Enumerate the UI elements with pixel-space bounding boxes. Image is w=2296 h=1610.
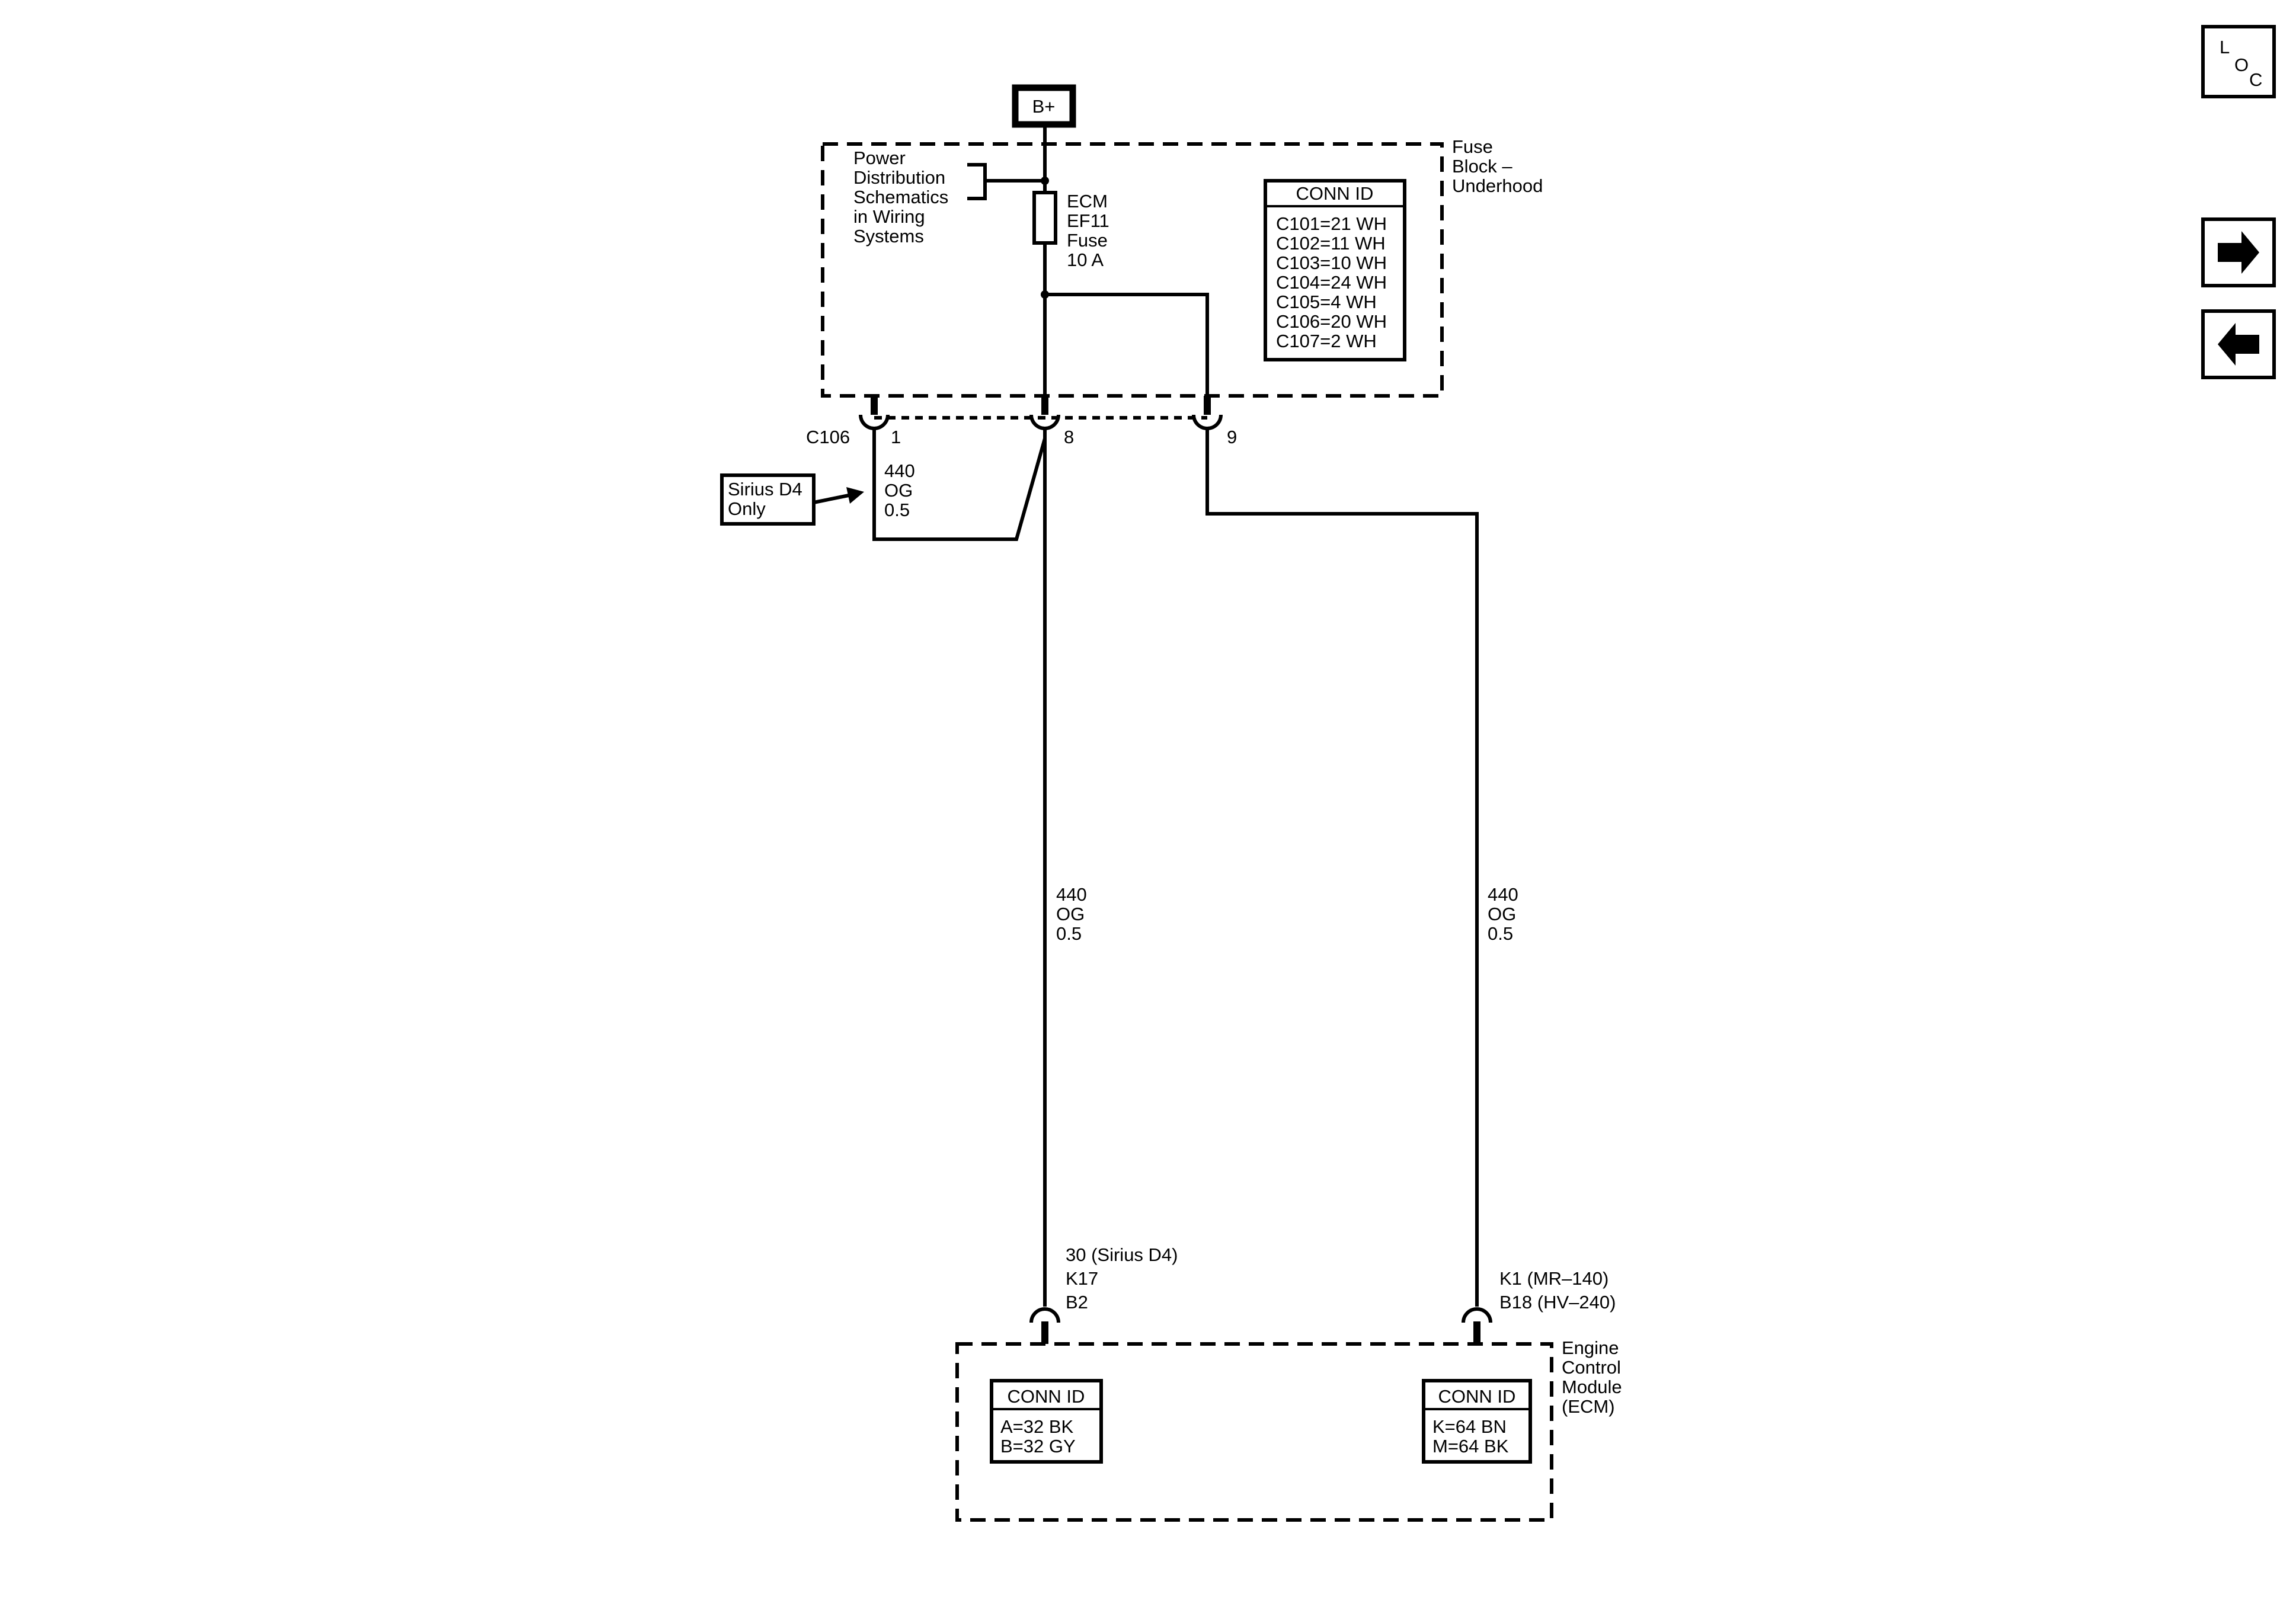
conn-id-header: CONN ID bbox=[1008, 1386, 1085, 1407]
pin-label-8: 8 bbox=[1064, 427, 1074, 447]
power-distribution-reference: Power Distribution Schematics in Wiring … bbox=[853, 148, 954, 247]
jumper-wire bbox=[872, 428, 1047, 541]
fuse-block-conn-id-table: CONN ID C101=21 WH C102=11 WH C103=10 WH… bbox=[1264, 179, 1406, 361]
jumper-wire-label: 440 OG 0.5 bbox=[884, 460, 920, 520]
conn-id-entries: C101=21 WH C102=11 WH C103=10 WH C104=24… bbox=[1276, 213, 1392, 351]
conn-id-header: CONN ID bbox=[1438, 1386, 1516, 1407]
right-wire bbox=[1205, 428, 1479, 1307]
option-note: Sirius D4 Only bbox=[720, 473, 864, 526]
power-source-label: B+ bbox=[1032, 96, 1056, 117]
pin-label-9: 9 bbox=[1227, 427, 1237, 447]
svg-text:O: O bbox=[2234, 55, 2249, 75]
loc-button[interactable]: L O C bbox=[2201, 25, 2276, 98]
ecm-right-pin-label: K1 (MR–140) B18 (HV–240) bbox=[1499, 1268, 1616, 1313]
fuse-block-label: Fuse Block – Underhood bbox=[1452, 136, 1543, 196]
connector-name: C106 bbox=[806, 427, 850, 447]
ecm-label: Engine Control Module (ECM) bbox=[1562, 1337, 1627, 1417]
next-button[interactable] bbox=[2201, 217, 2276, 287]
ecm-left-pin-label: 30 (Sirius D4) K17 B2 bbox=[1066, 1244, 1183, 1313]
branch-wire-pin9 bbox=[1045, 293, 1209, 415]
connector-pin-9 bbox=[1192, 396, 1223, 430]
left-wire-label: 440 OG 0.5 bbox=[1056, 884, 1092, 944]
prev-button[interactable] bbox=[2201, 309, 2276, 379]
ecm-conn-id-table-right: CONN ID K=64 BN M=64 BK bbox=[1422, 1379, 1532, 1464]
fuse-block-outline bbox=[821, 142, 1444, 398]
conn-id-entries: A=32 BK B=32 GY bbox=[1000, 1416, 1079, 1457]
arrow-left-icon bbox=[2218, 323, 2259, 366]
connector-pin-1 bbox=[859, 396, 890, 430]
right-wire-label: 440 OG 0.5 bbox=[1488, 884, 1523, 944]
ecm-pin-right bbox=[1462, 1307, 1492, 1344]
svg-text:C: C bbox=[2249, 69, 2262, 90]
svg-text:Sirius D4 Only: Sirius D4 Only bbox=[728, 479, 807, 519]
fuse-symbol bbox=[1032, 191, 1057, 245]
conn-id-header: CONN ID bbox=[1296, 183, 1374, 204]
ecm-conn-id-table-left: CONN ID A=32 BK B=32 GY bbox=[990, 1379, 1103, 1464]
connector-pin-8 bbox=[1029, 396, 1060, 430]
power-source: B+ bbox=[1012, 84, 1076, 128]
pin-label-1: 1 bbox=[891, 427, 901, 447]
fuse-label: ECM EF11 Fuse 10 A bbox=[1067, 191, 1114, 270]
splice-dot bbox=[1041, 177, 1049, 185]
ecm-outline bbox=[955, 1342, 1553, 1522]
conn-id-entries: K=64 BN M=64 BK bbox=[1432, 1416, 1512, 1457]
power-distribution-bracket bbox=[967, 163, 1045, 200]
arrow-right-icon bbox=[2218, 231, 2259, 274]
svg-text:L: L bbox=[2220, 37, 2230, 57]
ecm-pin-left bbox=[1029, 1307, 1060, 1344]
